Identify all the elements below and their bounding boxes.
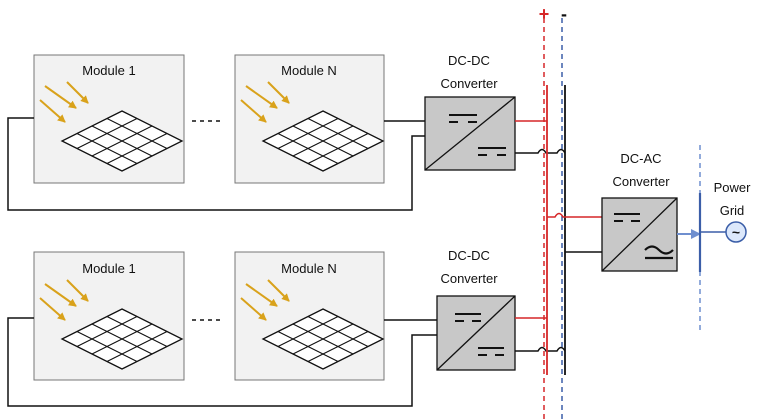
converter-subtitle: Converter [440,271,498,286]
positive-sign: + [539,4,550,24]
grid-title: Power [714,180,752,195]
module-box: Module N [234,251,385,381]
string-bottom: Module 1 Module N DC-DC Converter [7,248,566,407]
converter-title: DC-AC [620,151,661,166]
module-box: Module 1 [33,251,185,381]
grid-subtitle: Grid [720,203,745,218]
string-wiring [7,317,437,407]
dc-dc-converter-icon [436,295,516,371]
power-grid: Power Grid ~ [698,145,752,330]
dc-ac-converter-icon [601,197,678,272]
dc-dc-converter-icon [424,96,516,171]
sun-rays-icon [240,81,290,123]
negative-sign: - [561,4,567,24]
module-box: Module N [234,54,385,184]
inverter: DC-AC Converter [601,151,701,272]
dc-bus: + - [539,4,602,419]
sun-rays-icon [39,81,89,123]
module-label: Module 1 [82,261,135,276]
module-label: Module N [281,261,337,276]
string-wiring [7,117,425,211]
sun-rays-icon [39,279,89,321]
converter-title: DC-DC [448,248,490,263]
module-box: Module 1 [33,54,185,184]
string-top: Module 1 Module N DC-DC Conve [7,53,566,211]
module-label: Module 1 [82,63,135,78]
ac-symbol: ~ [732,224,740,240]
module-label: Module N [281,63,337,78]
sun-rays-icon [240,279,290,321]
converter-subtitle: Converter [612,174,670,189]
converter-title: DC-DC [448,53,490,68]
ac-source-icon: ~ [725,221,747,243]
converter-subtitle: Converter [440,76,498,91]
